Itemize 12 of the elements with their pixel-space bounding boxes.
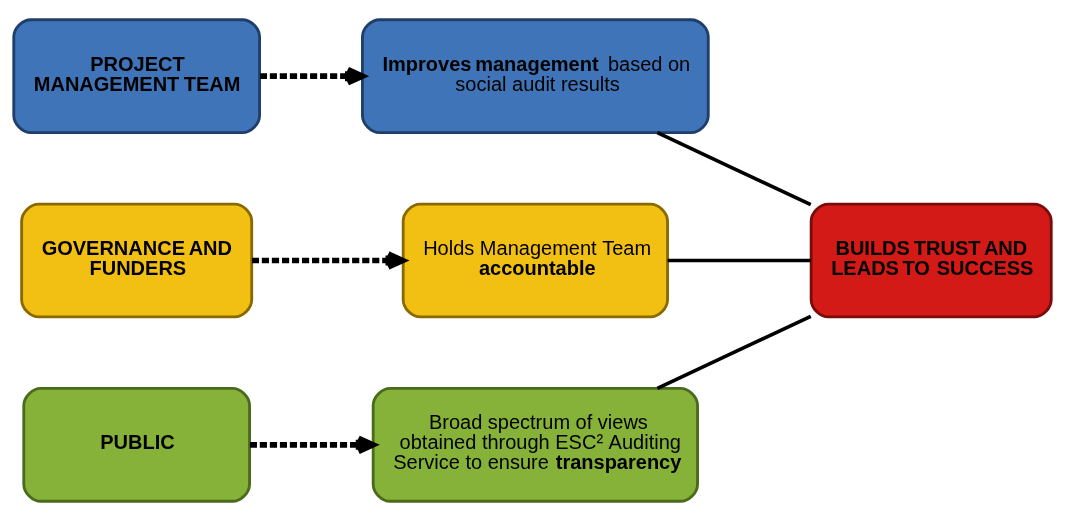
arrow [260, 66, 366, 85]
node-box: Broad spectrum of views obtained through ESC² Auditing Service to ensure transparency [371, 386, 699, 503]
node-box: GOVERNANCE AND FUNDERS [20, 202, 254, 318]
connector [656, 130, 812, 206]
node-box: PROJECT MANAGEMENT TEAM [12, 17, 261, 134]
connector [667, 258, 811, 262]
node-box: PUBLIC [22, 386, 251, 503]
node-box: BUILDS TRUST AND LEADS TO SUCCESS [809, 202, 1053, 318]
connector [656, 314, 812, 390]
node-box: Holds Management Team accountable [401, 202, 669, 318]
arrow [249, 435, 377, 454]
node-box: Improves management based on social audit results [361, 17, 710, 134]
